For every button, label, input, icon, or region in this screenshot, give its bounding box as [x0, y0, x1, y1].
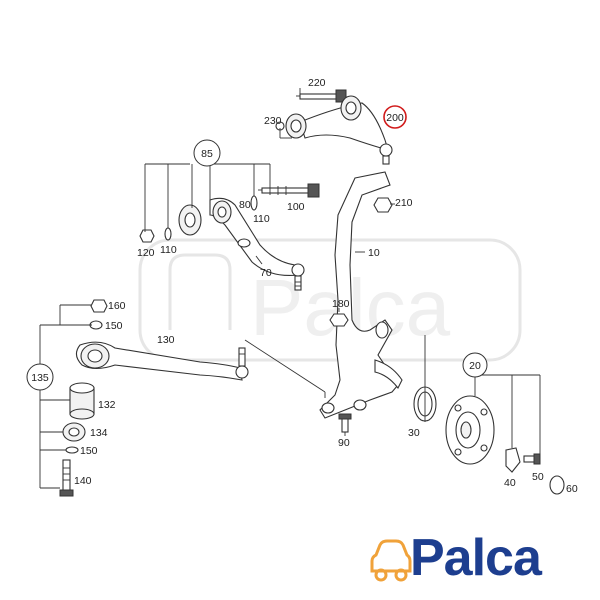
label-110-lower: 110	[160, 244, 177, 256]
label-220: 220	[308, 77, 326, 89]
label-180: 180	[332, 298, 350, 310]
label-130: 130	[157, 334, 175, 346]
label-110-upper: 110	[253, 213, 270, 225]
part-labels: 220 230 80 110 100 210 110 120 10 70 160…	[74, 77, 578, 495]
tension-strut	[59, 299, 249, 497]
callout-85: 85	[193, 139, 221, 167]
label-20: 20	[469, 360, 481, 372]
label-70: 70	[260, 267, 272, 279]
label-134: 134	[90, 427, 108, 439]
watermark: Palca	[138, 238, 522, 362]
label-210: 210	[395, 197, 413, 209]
palca-logo: Palca	[368, 525, 578, 591]
label-85: 85	[201, 148, 213, 160]
label-40: 40	[504, 477, 516, 489]
label-200: 200	[386, 112, 404, 124]
label-30: 30	[408, 427, 420, 439]
label-135: 135	[31, 372, 49, 384]
callout-20: 20	[462, 352, 488, 378]
label-80: 80	[239, 199, 251, 211]
label-150-lower: 150	[80, 445, 98, 457]
lower-arm-bracket	[139, 183, 320, 291]
callout-135: 135	[26, 363, 54, 391]
logo-text: Palca	[410, 529, 542, 587]
callout-200: 200	[383, 105, 407, 129]
label-100: 100	[287, 201, 305, 213]
label-132: 132	[98, 399, 116, 411]
label-230: 230	[264, 115, 282, 127]
label-120: 120	[137, 247, 155, 259]
label-60: 60	[566, 483, 578, 495]
label-160: 160	[108, 300, 126, 312]
steering-knuckle	[319, 171, 403, 433]
label-140: 140	[74, 475, 92, 487]
upper-control-arm	[275, 89, 393, 165]
label-10: 10	[368, 247, 380, 259]
leader-lines	[39, 88, 541, 489]
car-icon	[370, 539, 412, 582]
label-150-upper: 150	[105, 320, 123, 332]
label-90: 90	[338, 437, 350, 449]
label-50: 50	[532, 471, 544, 483]
